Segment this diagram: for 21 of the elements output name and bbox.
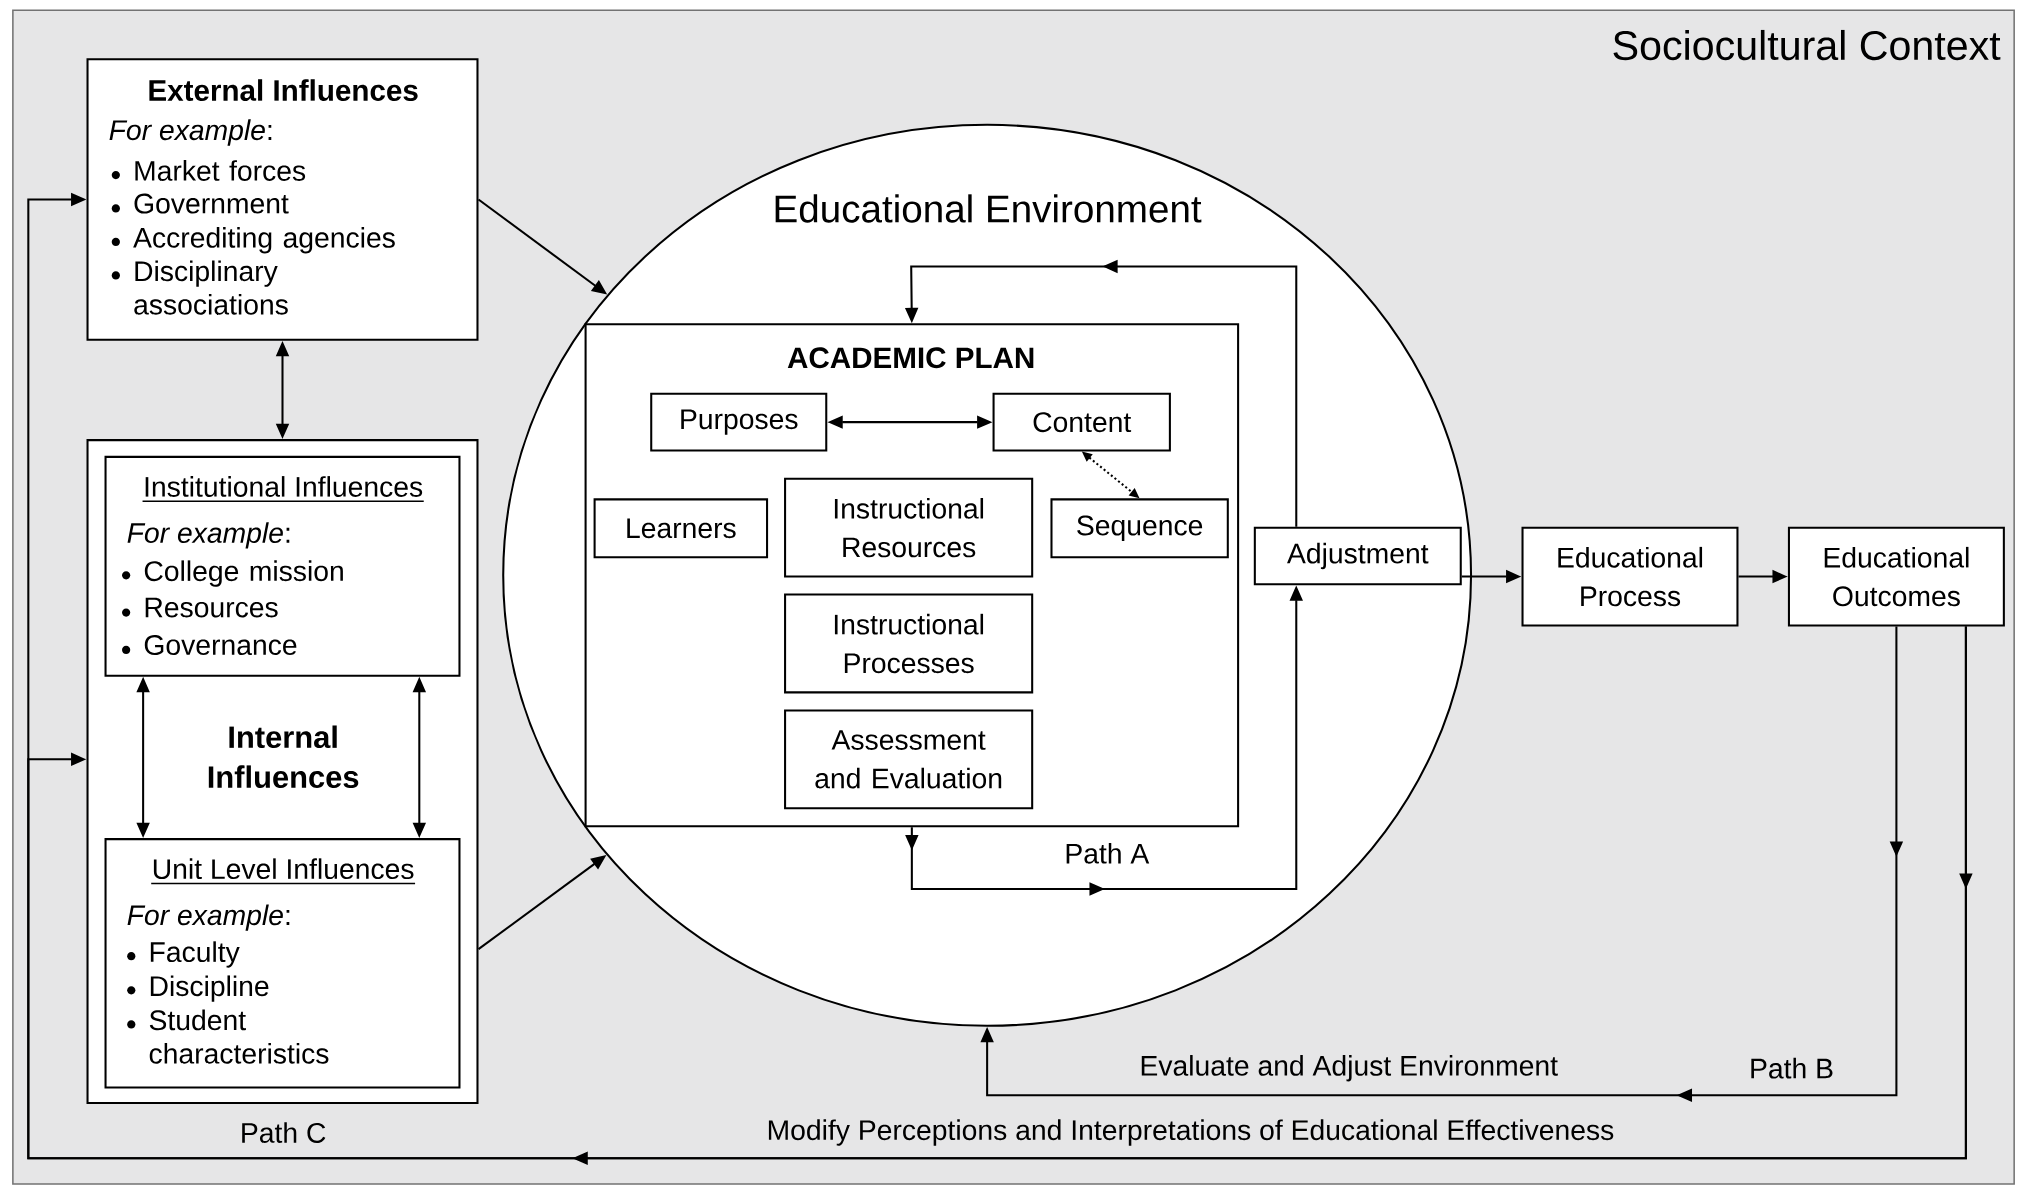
caption-text: Evaluate and Adjust Environment <box>1135 1050 1562 1086</box>
process-box: Purposes <box>650 392 828 452</box>
edge-label: Path A <box>1060 838 1154 868</box>
process-box: Content <box>992 392 1171 452</box>
process-box: Adjustment <box>1253 526 1462 586</box>
edge-label: Path B <box>1745 1053 1838 1083</box>
process-box: Educational Outcomes <box>1787 526 2005 627</box>
process-box: Instructional Processes <box>784 593 1034 694</box>
process-box: Educational Process <box>1521 526 1739 627</box>
arrow <box>27 626 1967 1160</box>
influence-box: Institutional Influences For example: College mission Resources Governance <box>104 455 461 677</box>
arrow <box>27 192 1973 1165</box>
process-box: Sequence <box>1050 498 1229 559</box>
process-box: Assessment and Evaluation <box>784 709 1034 810</box>
caption-text: Modify Perceptions and Interpretations of Educational Effectiveness <box>762 1115 1619 1150</box>
process-box: Instructional Resources <box>784 477 1034 578</box>
edge-label: Path C <box>236 1118 331 1147</box>
arrow <box>980 626 1904 1102</box>
influence-box: Unit Level Influences For example: Faculty Discipline Student characteristics <box>104 837 461 1089</box>
influence-box: External Influences For example: Market forces Government Accrediting agencies Disciplinary associations <box>86 57 479 341</box>
process-box: Learners <box>593 498 769 559</box>
